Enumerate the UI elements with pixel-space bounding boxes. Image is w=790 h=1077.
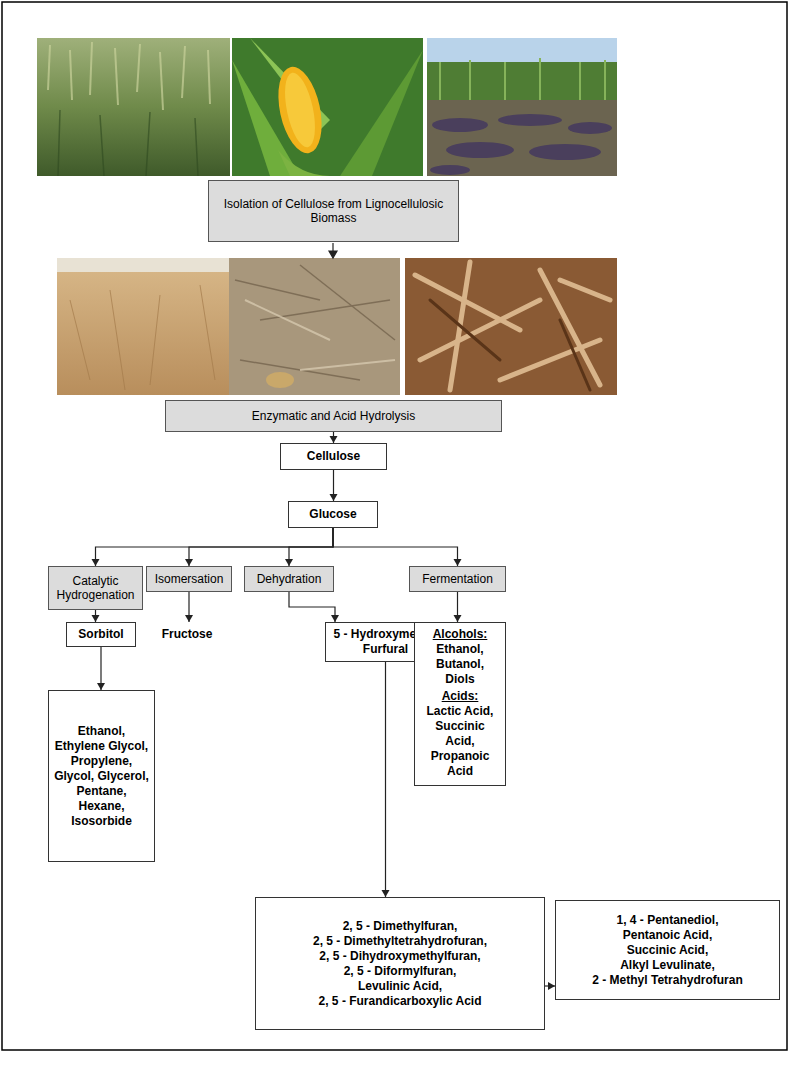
straw-photo [57,258,229,395]
node-text: Alcohols: [433,627,488,642]
product-list-box: 1, 4 - Pentanediol,Pentanoic Acid,Succin… [555,900,780,1000]
node-text: 2, 5 - Dimethylfuran, [343,919,458,934]
flow-connector [333,528,462,566]
process-box: Dehydration [244,566,334,592]
arrow-head [330,494,338,501]
connector-line [189,528,333,566]
corn-photo [232,38,423,176]
node-text: Fructose [162,627,213,641]
node-text: 2, 5 - Dimethyltetrahydrofuran, [313,934,487,949]
arrow-head [454,559,462,566]
product-list-box: Ethanol, Ethylene Glycol, Propylene, Gly… [48,690,155,862]
figure-frame [2,2,787,1050]
process-box: Isolation of Cellulose from Lignocellulo… [208,180,459,242]
process-box: Isomersation [146,566,232,592]
flow-connector [185,528,333,566]
node-text: Succinic Acid, [627,943,709,958]
stover-photo [229,258,400,395]
node-text: 2 - Methyl Tetrahydrofuran [592,973,742,988]
connector-line [385,662,386,897]
product-list-box: 2, 5 - Dimethylfuran,2, 5 - Dimethyltetr… [255,897,545,1030]
node-text: 2, 5 - Furandicarboxylic Acid [319,994,482,1009]
sugarcane-photo [427,38,617,176]
flow-arrows [329,243,337,395]
flow-connector [545,982,555,990]
node-text: Levulinic Acid, [358,979,442,994]
product-box: Cellulose [280,443,387,470]
arrow-head [185,615,193,622]
product-label: Fructose [150,622,224,646]
connector-line [333,528,458,566]
node-text: Ethanol, Butanol, Diols [420,642,500,687]
arrow-head [330,436,338,443]
process-box: Fermentation [409,566,506,592]
node-text: Pentanoic Acid, [623,928,713,943]
node-text: Sorbitol [78,627,123,642]
node-text: Glucose [309,507,356,522]
flow-connector [330,470,338,501]
node-text: Cellulose [307,449,360,464]
node-text: Enzymatic and Acid Hydrolysis [252,409,415,423]
arrow-head [92,559,100,566]
node-text: Lactic Acid, Succinic Acid, Propanoic Ac… [420,704,500,779]
flow-connector [330,432,338,443]
node-text: Isolation of Cellulose from Lignocellulo… [212,197,455,226]
arrow-head [331,615,339,622]
flow-connector [97,647,105,690]
node-text: Dehydration [257,572,322,586]
product-box: Glucose [288,501,378,528]
node-text: 1, 4 - Pentanediol, [616,913,718,928]
connector-line [289,592,335,622]
node-text: Fermentation [422,572,493,586]
connector-line [96,528,334,566]
node-text: Catalytic Hydrogenation [52,574,139,603]
node-text: Acids: [442,689,479,704]
product-list-box: Alcohols:Ethanol, Butanol, DiolsAcids:La… [414,622,506,786]
arrow-head [382,890,390,897]
flow-connector [285,528,333,566]
flow-connector [185,592,193,622]
process-box: Enzymatic and Acid Hydrolysis [165,400,502,432]
wheat-photo [37,38,230,176]
process-box: Catalytic Hydrogenation [48,566,143,610]
connector-line [289,528,333,566]
woodchip-photo [405,258,617,395]
node-text: Ethanol, Ethylene Glycol, Propylene, Gly… [54,724,149,829]
flow-connector [92,610,100,622]
arrow-head [92,615,100,622]
node-text: Isomersation [155,572,224,586]
node-text: 2, 5 - Dihydroxymethylfuran, [319,949,480,964]
product-box: Sorbitol [66,622,136,647]
arrow-head [97,683,105,690]
flow-connector [289,592,339,622]
arrow-head [548,982,555,990]
node-text: 2, 5 - Diformylfuran, [344,964,457,979]
arrow-head [454,615,462,622]
arrow-head [285,559,293,566]
node-text: Alkyl Levulinate, [620,958,715,973]
flow-connector [382,662,390,897]
flow-connector [454,592,462,622]
arrow-head [185,559,193,566]
flow-connector [92,528,334,566]
